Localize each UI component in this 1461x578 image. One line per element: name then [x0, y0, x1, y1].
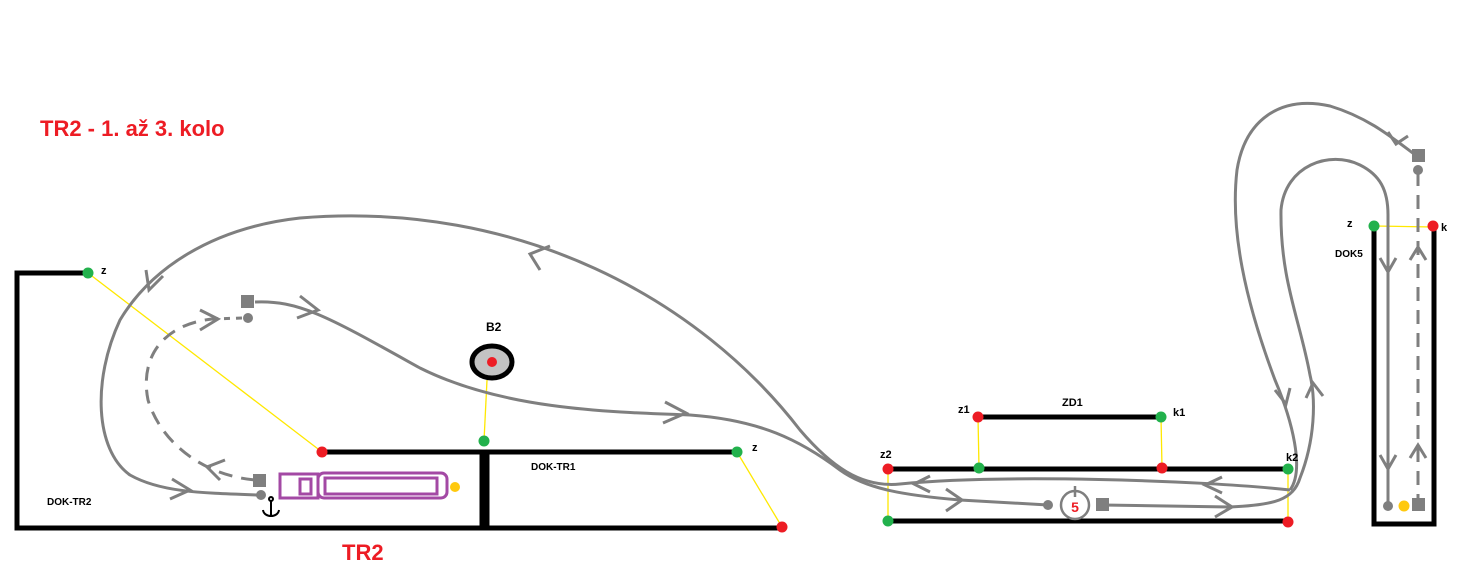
route-markers — [241, 149, 1425, 511]
label-k-dok5: k — [1441, 222, 1448, 234]
route-paths — [99, 101, 1420, 509]
timer-value: 5 — [1071, 499, 1079, 515]
label-k1: k1 — [1173, 407, 1185, 419]
dok-tr2-wall — [14, 270, 485, 531]
timer-icon: 5 — [1059, 486, 1091, 521]
label-tr2: TR2 — [342, 540, 384, 565]
label-z-tr2: z — [101, 265, 107, 277]
label-dok-tr1: DOK-TR1 — [531, 462, 576, 473]
zd1-walls — [888, 414, 1288, 524]
anchor-icon — [262, 496, 280, 517]
label-z-dok5: z — [1347, 218, 1353, 230]
gate-dots — [82, 220, 1439, 533]
dok-tr1-wall — [484, 449, 782, 531]
label-k2: k2 — [1286, 452, 1298, 464]
label-b2: B2 — [486, 320, 502, 334]
direction-arrows — [144, 131, 1428, 519]
label-z1: z1 — [958, 404, 970, 416]
label-dok5: DOK5 — [1335, 249, 1363, 260]
label-z-tr1: z — [752, 442, 758, 454]
label-zd1: ZD1 — [1062, 397, 1083, 409]
dok5-wall — [1371, 226, 1437, 527]
diagram-title: TR2 - 1. až 3. kolo — [40, 116, 225, 141]
label-dok-tr2: DOK-TR2 — [47, 497, 92, 508]
gate-links — [87, 225, 1434, 528]
boat-icon — [278, 471, 460, 500]
buoy-b2 — [469, 343, 515, 381]
label-z2: z2 — [880, 449, 892, 461]
